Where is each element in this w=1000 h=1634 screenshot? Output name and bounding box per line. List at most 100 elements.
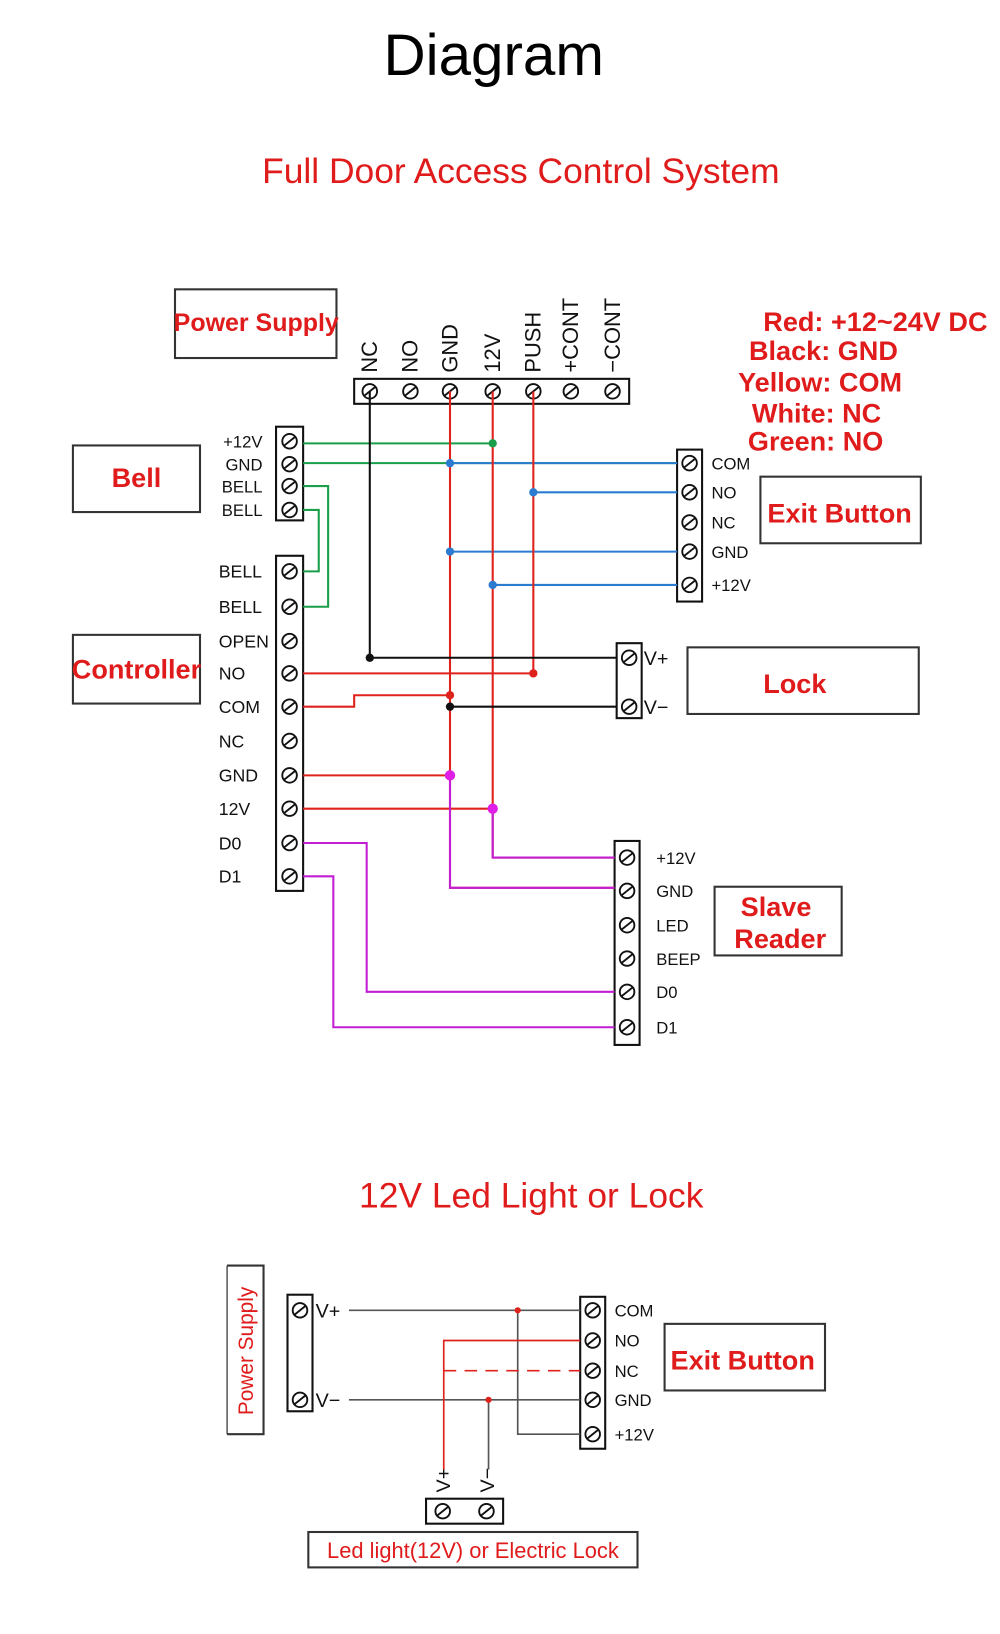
terminal-screw-icon — [584, 1425, 601, 1443]
terminal-label: D1 — [656, 1018, 677, 1037]
terminal-screw-icon — [681, 514, 698, 531]
terminal-screw-icon — [281, 598, 298, 615]
terminal-screw-icon — [281, 698, 298, 715]
terminal-screw-icon — [281, 800, 298, 817]
terminal-label: +12V — [711, 576, 751, 595]
terminal-label: GND — [711, 543, 748, 562]
terminal-screw-icon — [584, 1391, 601, 1409]
ps2-vminus-label: V− — [316, 1390, 341, 1412]
terminal-screw-icon — [281, 501, 298, 519]
terminal-screw-icon — [604, 383, 621, 400]
terminal-screw-icon — [681, 576, 698, 594]
exit-button-box: Exit Button — [759, 475, 922, 545]
terminal-screw-icon — [281, 455, 298, 473]
lock-box: Lock — [686, 646, 920, 716]
junction-dot — [445, 691, 455, 700]
load-vplus-label: V+ — [433, 1468, 455, 1493]
slave-reader-box: Slave Reader — [713, 885, 843, 957]
terminal-label: NO — [219, 664, 246, 684]
terminal-label: NO — [398, 340, 423, 373]
terminal-label: GND — [615, 1391, 652, 1410]
terminal-screw-icon — [281, 834, 298, 852]
wire2-com-to-12v — [516, 1310, 581, 1436]
terminal-screw-icon — [618, 917, 636, 934]
bell-label: Bell — [112, 462, 162, 493]
terminal-label: GND — [437, 324, 462, 373]
exit-button-box-2: Exit Button — [663, 1322, 827, 1392]
terminal-screw-icon — [281, 868, 298, 885]
terminal-screw-icon — [681, 543, 698, 560]
terminal-label: BELL — [219, 597, 262, 617]
terminal-screw-icon — [618, 849, 636, 866]
junction-dot — [445, 547, 455, 556]
ps2-vplus-label: V+ — [316, 1301, 341, 1323]
junction-dot — [445, 702, 455, 711]
wires-section2 — [348, 1307, 581, 1470]
terminal-screw-icon — [618, 882, 636, 900]
legend-white: White: NC — [752, 398, 881, 429]
terminal-label: NC — [219, 731, 245, 751]
wire-ps-12v — [491, 391, 615, 859]
junction-dot — [487, 803, 498, 814]
load-terminal-strip: V+ V− — [425, 1468, 505, 1525]
power-supply-box: Power Supply — [174, 288, 339, 360]
legend-green: Green: NO — [748, 426, 883, 457]
terminal-label: +12V — [615, 1425, 655, 1444]
terminal-screw-icon — [620, 649, 638, 666]
wire-bell-to-controller-1 — [303, 484, 330, 608]
terminal-label: NC — [357, 341, 382, 373]
terminal-screw-icon — [618, 983, 636, 1001]
page-title: Diagram — [384, 23, 604, 88]
slave-reader-label-line1: Slave — [741, 891, 812, 922]
terminal-label: BELL — [222, 501, 263, 520]
terminal-screw-icon — [281, 732, 298, 750]
terminal-screw-icon — [281, 767, 298, 784]
terminal-screw-icon — [620, 698, 638, 715]
load-vminus-label: V− — [477, 1468, 499, 1493]
exit-button-2-label: Exit Button — [671, 1345, 815, 1376]
terminal-label: +12V — [223, 433, 263, 452]
bell-box: Bell — [71, 444, 202, 514]
wires-section1 — [303, 391, 678, 1029]
terminal-screw-icon — [681, 484, 698, 501]
terminal-label: 12V — [480, 333, 505, 372]
terminal-label: +12V — [656, 849, 696, 868]
terminal-screw-icon — [584, 1302, 601, 1319]
terminal-label: D0 — [219, 833, 242, 853]
terminal-screw-icon — [584, 1332, 601, 1349]
terminal-screw-icon — [681, 454, 698, 472]
terminal-label: D1 — [219, 867, 242, 887]
legend-red: Red: +12~24V DC — [763, 306, 987, 337]
terminal-label: OPEN — [219, 631, 269, 651]
wire-ctrl-com — [303, 694, 451, 708]
controller-box: Controller — [72, 633, 202, 705]
power-supply-terminal-strip: NC NO GND 12V PUSH +CONT −CONT — [353, 298, 631, 405]
terminal-label: +CONT — [558, 298, 583, 373]
terminal-label: 12V — [219, 799, 251, 819]
terminal-label: BELL — [219, 562, 262, 582]
load-box: Led light(12V) or Electric Lock — [307, 1530, 639, 1569]
junction-dot — [445, 458, 455, 468]
junction-dot — [514, 1307, 521, 1314]
power-supply-2-label: Power Supply — [235, 1286, 258, 1415]
terminal-label: COM — [711, 454, 750, 473]
terminal-label: BELL — [222, 477, 263, 496]
wire-ctrl-d0 — [303, 841, 615, 993]
terminal-label: BEEP — [656, 950, 700, 969]
terminal-label: GND — [656, 882, 693, 901]
terminal-label: NC — [711, 514, 735, 533]
terminal-label: NO — [615, 1332, 640, 1351]
junction-dot — [529, 669, 538, 678]
terminal-label: GND — [219, 766, 258, 786]
terminal-screw-icon — [584, 1362, 601, 1379]
junction-dot — [488, 439, 497, 448]
legend-yellow: Yellow: COM — [738, 366, 902, 397]
terminal-label: PUSH — [521, 312, 546, 373]
slave-reader-label-line2: Reader — [734, 923, 826, 954]
section1-title: Full Door Access Control System — [262, 151, 779, 191]
terminal-label: −CONT — [600, 298, 625, 373]
terminal-label: COM — [219, 697, 260, 717]
